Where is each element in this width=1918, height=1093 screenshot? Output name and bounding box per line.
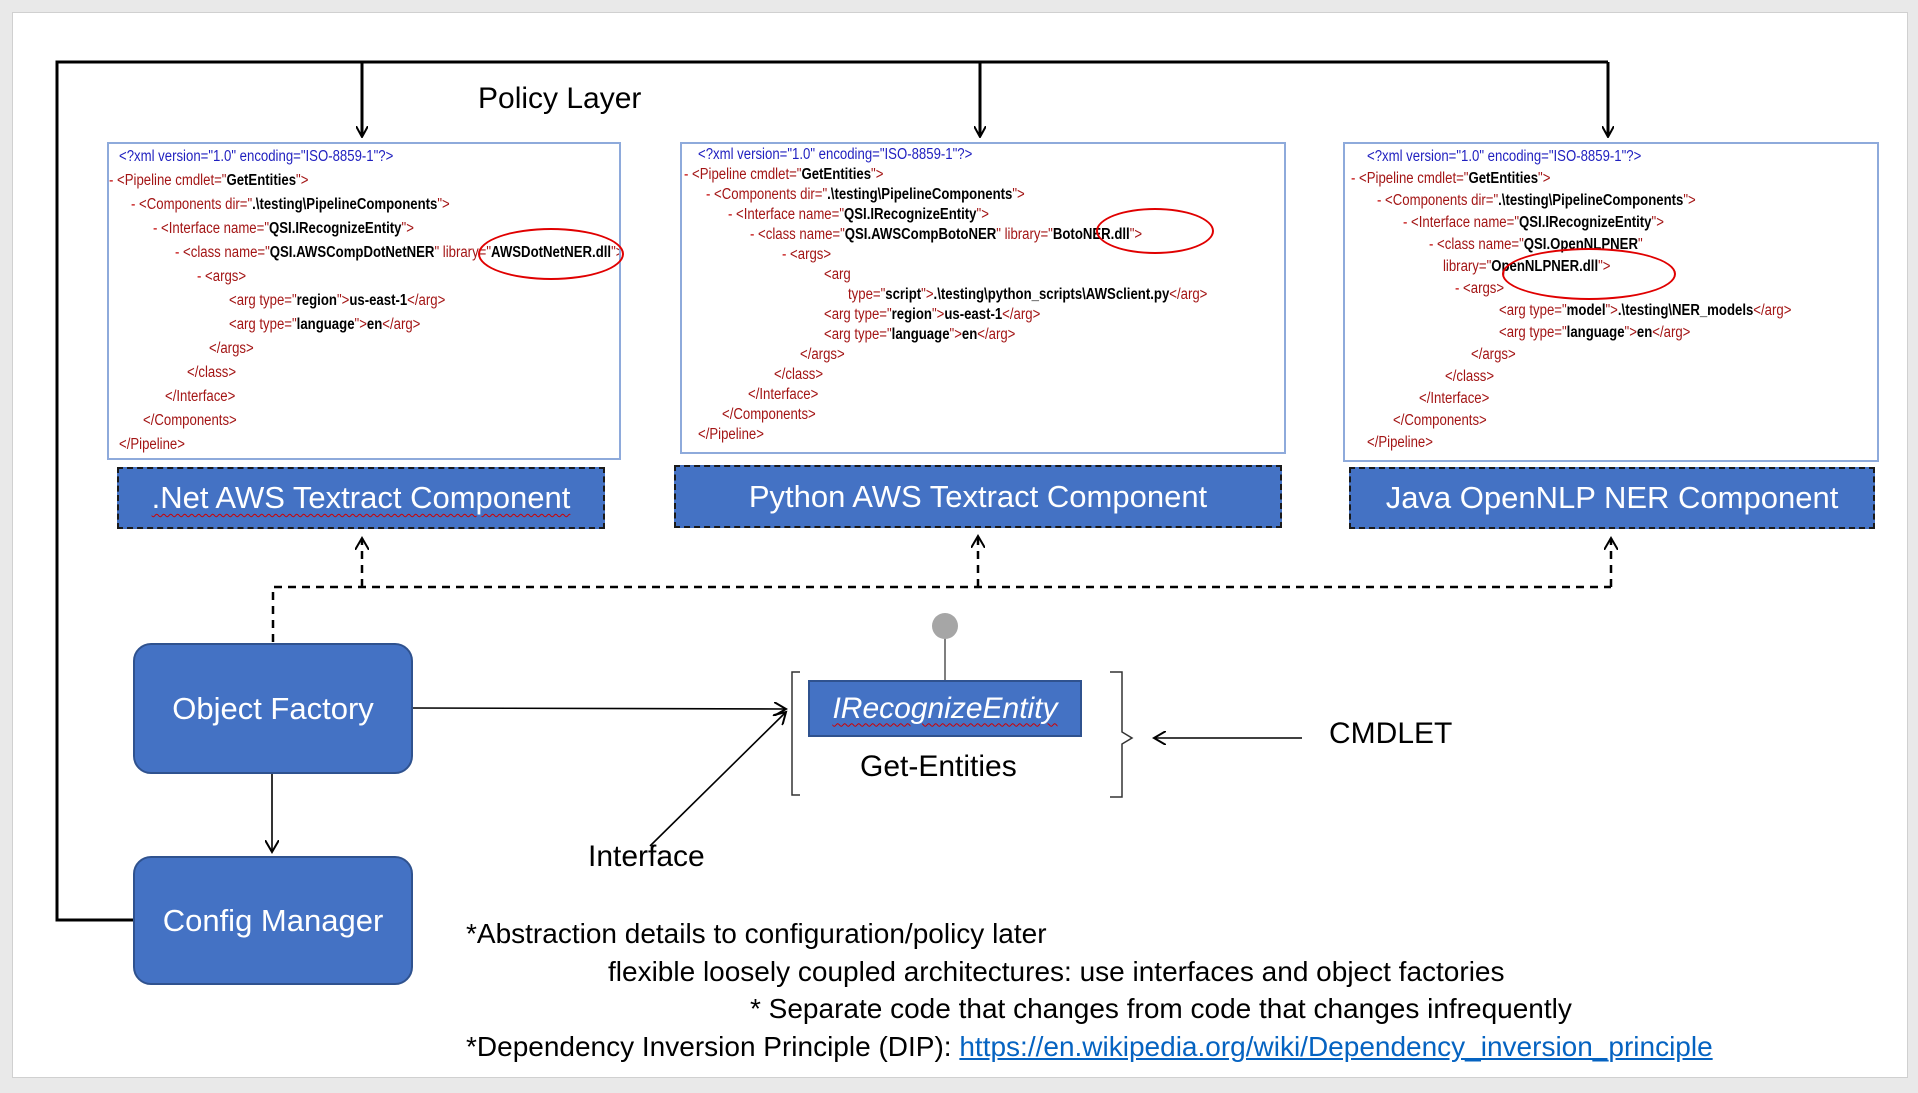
xml-declaration: <?xml version="1.0" encoding="ISO-8859-1… xyxy=(119,148,394,165)
irecognizeentity-interface-box: IRecognizeEntity xyxy=(808,680,1082,737)
xml-class-close: </class> xyxy=(187,364,237,381)
xml-interface-close: </Interface> xyxy=(1419,390,1490,407)
xml-config-python: <?xml version="1.0" encoding="ISO-8859-1… xyxy=(680,142,1286,454)
dip-wikipedia-link[interactable]: https://en.wikipedia.org/wiki/Dependency… xyxy=(959,1031,1713,1062)
xml-interface-close: </Interface> xyxy=(165,388,236,405)
xml-components-close: </Components> xyxy=(722,406,816,423)
xml-class-open: - <class name="QSI.AWSCompBotoNER" libra… xyxy=(750,226,1143,243)
xml-interface-close: </Interface> xyxy=(748,386,819,403)
policy-feedback-line xyxy=(55,60,1608,922)
cmdlet-brackets xyxy=(791,671,1134,798)
library-highlight-oval xyxy=(1502,248,1676,300)
xml-arg-language: <arg type="language">en</arg> xyxy=(229,316,421,333)
xml-arg-open: <arg xyxy=(824,266,851,283)
interface-label: Interface xyxy=(588,840,705,873)
interface-lollipop xyxy=(932,613,958,680)
xml-arg-language: <arg type="language">en</arg> xyxy=(1499,324,1691,341)
xml-interface-open: - <Interface name="QSI.IRecognizeEntity"… xyxy=(1403,214,1664,231)
note-loose-coupling: flexible loosely coupled architectures: … xyxy=(608,956,1505,987)
component-label: Java OpenNLP NER Component xyxy=(1385,480,1839,515)
xml-components-open: - <Components dir=".\testing\PipelineCom… xyxy=(706,186,1025,203)
xml-config-java: <?xml version="1.0" encoding="ISO-8859-1… xyxy=(1343,142,1879,462)
python-aws-textract-component: Python AWS Textract Component xyxy=(674,465,1282,528)
xml-interface-open: - <Interface name="QSI.IRecognizeEntity"… xyxy=(728,206,989,223)
object-factory-label: Object Factory xyxy=(172,690,374,726)
xml-pipeline-open: - <Pipeline cmdlet="GetEntities"> xyxy=(684,166,884,183)
xml-components-close: </Components> xyxy=(1393,412,1487,429)
xml-args-close: </args> xyxy=(209,340,254,357)
xml-arg-region: <arg type="region">us-east-1</arg> xyxy=(824,306,1041,323)
xml-pipeline-close: </Pipeline> xyxy=(1367,434,1433,451)
net-aws-textract-component: .Net AWS Textract Component xyxy=(117,467,605,529)
note-dip: *Dependency Inversion Principle (DIP): h… xyxy=(466,1031,1713,1063)
xml-config-net: <?xml version="1.0" encoding="ISO-8859-1… xyxy=(107,142,621,460)
component-label: .Net AWS Textract Component xyxy=(151,480,571,515)
xml-class-close: </class> xyxy=(1445,368,1495,385)
xml-args-open: - <args> xyxy=(197,268,247,285)
xml-arg-model: <arg type="model">.\testing\NER_models</… xyxy=(1499,302,1792,319)
note-abstraction: *Abstraction details to configuration/po… xyxy=(466,918,1047,949)
config-manager-label: Config Manager xyxy=(162,902,384,938)
xml-components-open: - <Components dir=".\testing\PipelineCom… xyxy=(1377,192,1696,209)
xml-arg-script: type="script">.\testing\python_scripts\A… xyxy=(848,286,1208,303)
xml-declaration: <?xml version="1.0" encoding="ISO-8859-1… xyxy=(698,146,973,163)
interface-name: IRecognizeEntity xyxy=(832,691,1058,725)
xml-args-close: </args> xyxy=(1471,346,1516,363)
factory-arrows xyxy=(272,708,1302,852)
policy-layer-label: Policy Layer xyxy=(478,82,642,115)
xml-components-close: </Components> xyxy=(143,412,237,429)
xml-args-close: </args> xyxy=(800,346,845,363)
xml-pipeline-open: - <Pipeline cmdlet="GetEntities"> xyxy=(1351,170,1551,187)
cmdlet-label: CMDLET xyxy=(1329,717,1453,750)
xml-args-open: - <args> xyxy=(782,246,832,263)
xml-pipeline-open: - <Pipeline cmdlet="GetEntities"> xyxy=(109,172,309,189)
note-separate-code: * Separate code that changes from code t… xyxy=(750,993,1572,1024)
dip-prefix: *Dependency Inversion Principle (DIP): xyxy=(466,1031,960,1062)
xml-class-close: </class> xyxy=(774,366,824,383)
xml-pipeline-close: </Pipeline> xyxy=(698,426,764,443)
xml-args-open: - <args> xyxy=(1455,280,1505,297)
config-manager-box: Config Manager xyxy=(133,856,413,985)
xml-arg-language: <arg type="language">en</arg> xyxy=(824,326,1016,343)
library-highlight-oval xyxy=(478,228,624,280)
xml-components-open: - <Components dir=".\testing\PipelineCom… xyxy=(131,196,450,213)
xml-declaration: <?xml version="1.0" encoding="ISO-8859-1… xyxy=(1367,148,1642,165)
xml-pipeline-close: </Pipeline> xyxy=(119,436,185,453)
java-opennlp-ner-component: Java OpenNLP NER Component xyxy=(1349,467,1875,529)
factory-dashed-links xyxy=(271,536,1611,642)
library-highlight-oval xyxy=(1096,208,1214,254)
xml-interface-open: - <Interface name="QSI.IRecognizeEntity"… xyxy=(153,220,414,237)
object-factory-box: Object Factory xyxy=(133,643,413,774)
get-entities-label: Get-Entities xyxy=(860,750,1017,783)
xml-arg-region: <arg type="region">us-east-1</arg> xyxy=(229,292,446,309)
component-label: Python AWS Textract Component xyxy=(748,478,1208,514)
